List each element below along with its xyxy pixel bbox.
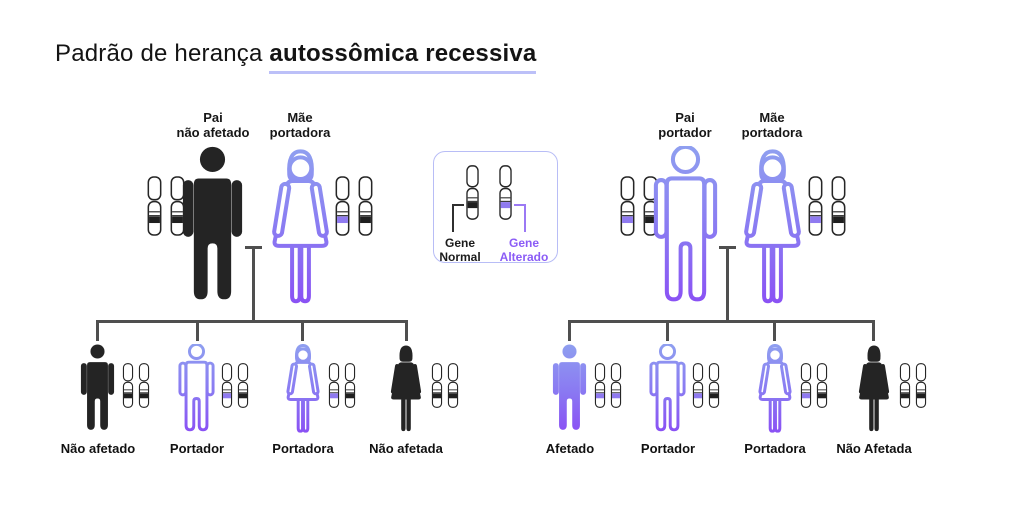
child-figure-male-carrier-icon: [649, 344, 686, 432]
child-status-label: Portadora: [272, 441, 334, 456]
father-label-line2: não afetado: [176, 125, 250, 140]
legend-pointer-line-normal: [452, 204, 454, 232]
child-chromosome-pair: [593, 363, 623, 408]
child-figure-female-unaffected-icon: [858, 345, 890, 432]
chromosome-icon-altered: [800, 363, 812, 408]
child-status-label: Não afetado: [60, 441, 136, 456]
mother-label-line1: Mãe: [287, 110, 313, 125]
child-drop-line: [773, 320, 776, 341]
mother-label-line2: portadora: [269, 125, 331, 140]
child-drop-line: [872, 320, 875, 341]
descent-line: [252, 246, 255, 323]
sibling-line: [96, 320, 408, 323]
title-highlight: autossômica recessiva: [269, 40, 537, 74]
father-label: Pai portador: [630, 110, 740, 140]
father-label-line1: Pai: [203, 110, 223, 125]
child-status-label: Portadora: [744, 441, 806, 456]
chromosome-icon-normal: [816, 363, 828, 408]
child-drop-line: [96, 320, 99, 341]
page-title: Padrão de herança autossômica recessiva: [55, 40, 537, 74]
descent-line: [726, 246, 729, 323]
sibling-line: [568, 320, 875, 323]
father-label: Pai não afetado: [158, 110, 268, 140]
chromosome-icon-altered: [808, 176, 823, 236]
mother-label-line1: Mãe: [759, 110, 785, 125]
mother-chromosome-pair: [806, 176, 848, 236]
child-drop-line: [196, 320, 199, 341]
father-label-line2: portador: [658, 125, 712, 140]
child-status-label: Portador: [640, 441, 696, 456]
father-label-line1: Pai: [675, 110, 695, 125]
chromosome-icon-altered: [610, 363, 622, 408]
legend-label-gene-altered: Gene Alterado: [494, 236, 554, 264]
legend-pointer-line-altered: [514, 204, 526, 206]
gene-altered-line1: Gene: [508, 236, 539, 250]
child-status-label: Não afetada: [369, 441, 443, 456]
chromosome-icon-altered: [594, 363, 606, 408]
mother-label: Mãe portadora: [245, 110, 355, 140]
child-drop-line: [301, 320, 304, 341]
gene-altered-line2: Alterado: [499, 250, 549, 264]
child-chromosome-pair: [691, 363, 721, 408]
child-status-label: Portador: [169, 441, 225, 456]
chromosome-icon-normal: [831, 176, 846, 236]
child-chromosome-pair: [898, 363, 928, 408]
chromosome-icon-normal: [915, 363, 927, 408]
legend-box: [433, 151, 558, 263]
child-drop-line: [568, 320, 571, 341]
child-chromosome-pair: [799, 363, 829, 408]
child-drop-line: [405, 320, 408, 341]
gene-normal-line2: Normal: [439, 250, 481, 264]
legend-label-gene-normal: Gene Normal: [433, 236, 487, 264]
chromosome-icon-altered: [620, 176, 635, 236]
legend-pointer-line-altered: [524, 204, 526, 232]
chromosome-icon-altered: [692, 363, 704, 408]
mother-label: Mãe portadora: [717, 110, 827, 140]
chromosome-icon-normal: [708, 363, 720, 408]
mother-figure-female-icon: [734, 149, 811, 306]
father-figure-male-icon: [649, 146, 722, 305]
child-figure-male-affected-icon: [552, 344, 587, 430]
child-drop-line: [666, 320, 669, 341]
child-status-label: Afetado: [545, 441, 595, 456]
mother-label-line2: portadora: [741, 125, 803, 140]
gene-normal-line1: Gene: [444, 236, 475, 250]
child-status-label: Não Afetada: [836, 441, 912, 456]
legend-pointer-line-normal: [452, 204, 464, 206]
chromosome-icon-normal: [899, 363, 911, 408]
child-figure-female-carrier-icon: [758, 344, 792, 433]
title-prefix: Padrão de herança: [55, 40, 270, 67]
